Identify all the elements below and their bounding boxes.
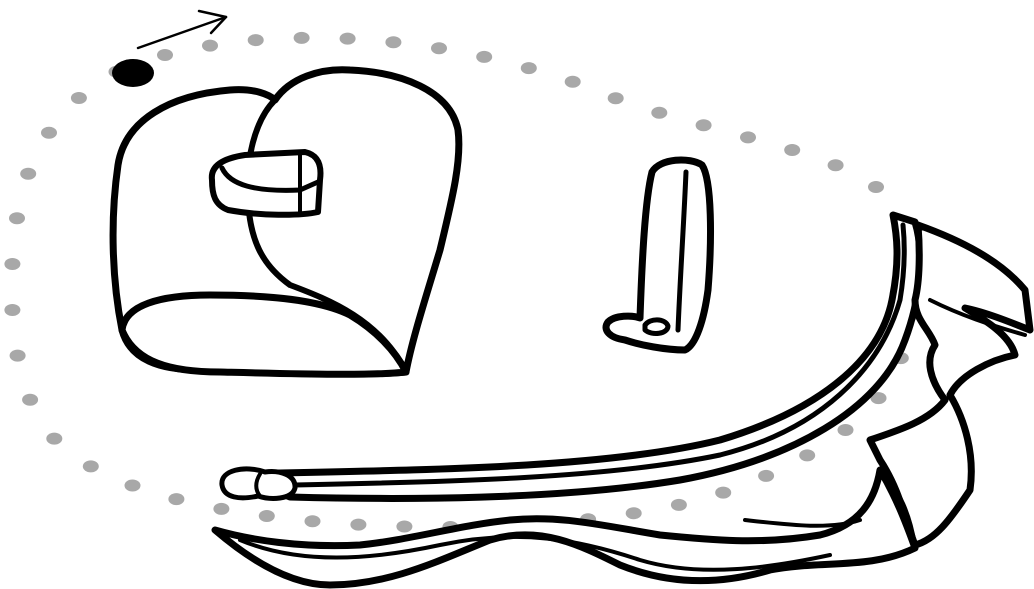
path-dot [784,144,800,156]
path-dot [340,33,356,45]
path-dot [521,62,537,74]
path-dot [696,119,712,131]
path-dot [4,304,20,316]
path-dot [157,49,173,61]
path-dot [868,181,884,193]
path-dot [248,34,264,46]
path-dot [22,394,38,406]
path-dot [385,36,401,48]
path-dot [565,76,581,88]
path-dot [20,168,36,180]
seat-shell [113,70,459,375]
path-dot [838,424,854,436]
path-dot [476,51,492,63]
path-dot [4,258,20,270]
path-dot [431,42,447,54]
start-dot [112,59,154,87]
path-dot [350,519,366,531]
path-dot [294,32,310,44]
path-dot [10,350,26,362]
path-dot [202,40,218,52]
buckle-tongue [606,160,711,350]
path-dot [799,449,815,461]
seat-headrest [212,152,321,215]
path-dot [71,92,87,104]
path-dot [396,521,412,533]
path-dot [9,212,25,224]
path-dot [715,487,731,499]
path-dot [828,159,844,171]
path-dot [740,131,756,143]
path-dot [213,503,229,515]
path-dot [46,433,62,445]
path-dot [125,480,141,492]
path-dot [83,460,99,472]
path-dot [41,127,57,139]
path-dot [651,107,667,119]
path-dot [626,507,642,519]
path-dot [168,493,184,505]
path-dot [758,470,774,482]
path-dot [671,499,687,511]
path-dot [305,515,321,527]
path-dot [259,510,275,522]
path-dot [608,92,624,104]
